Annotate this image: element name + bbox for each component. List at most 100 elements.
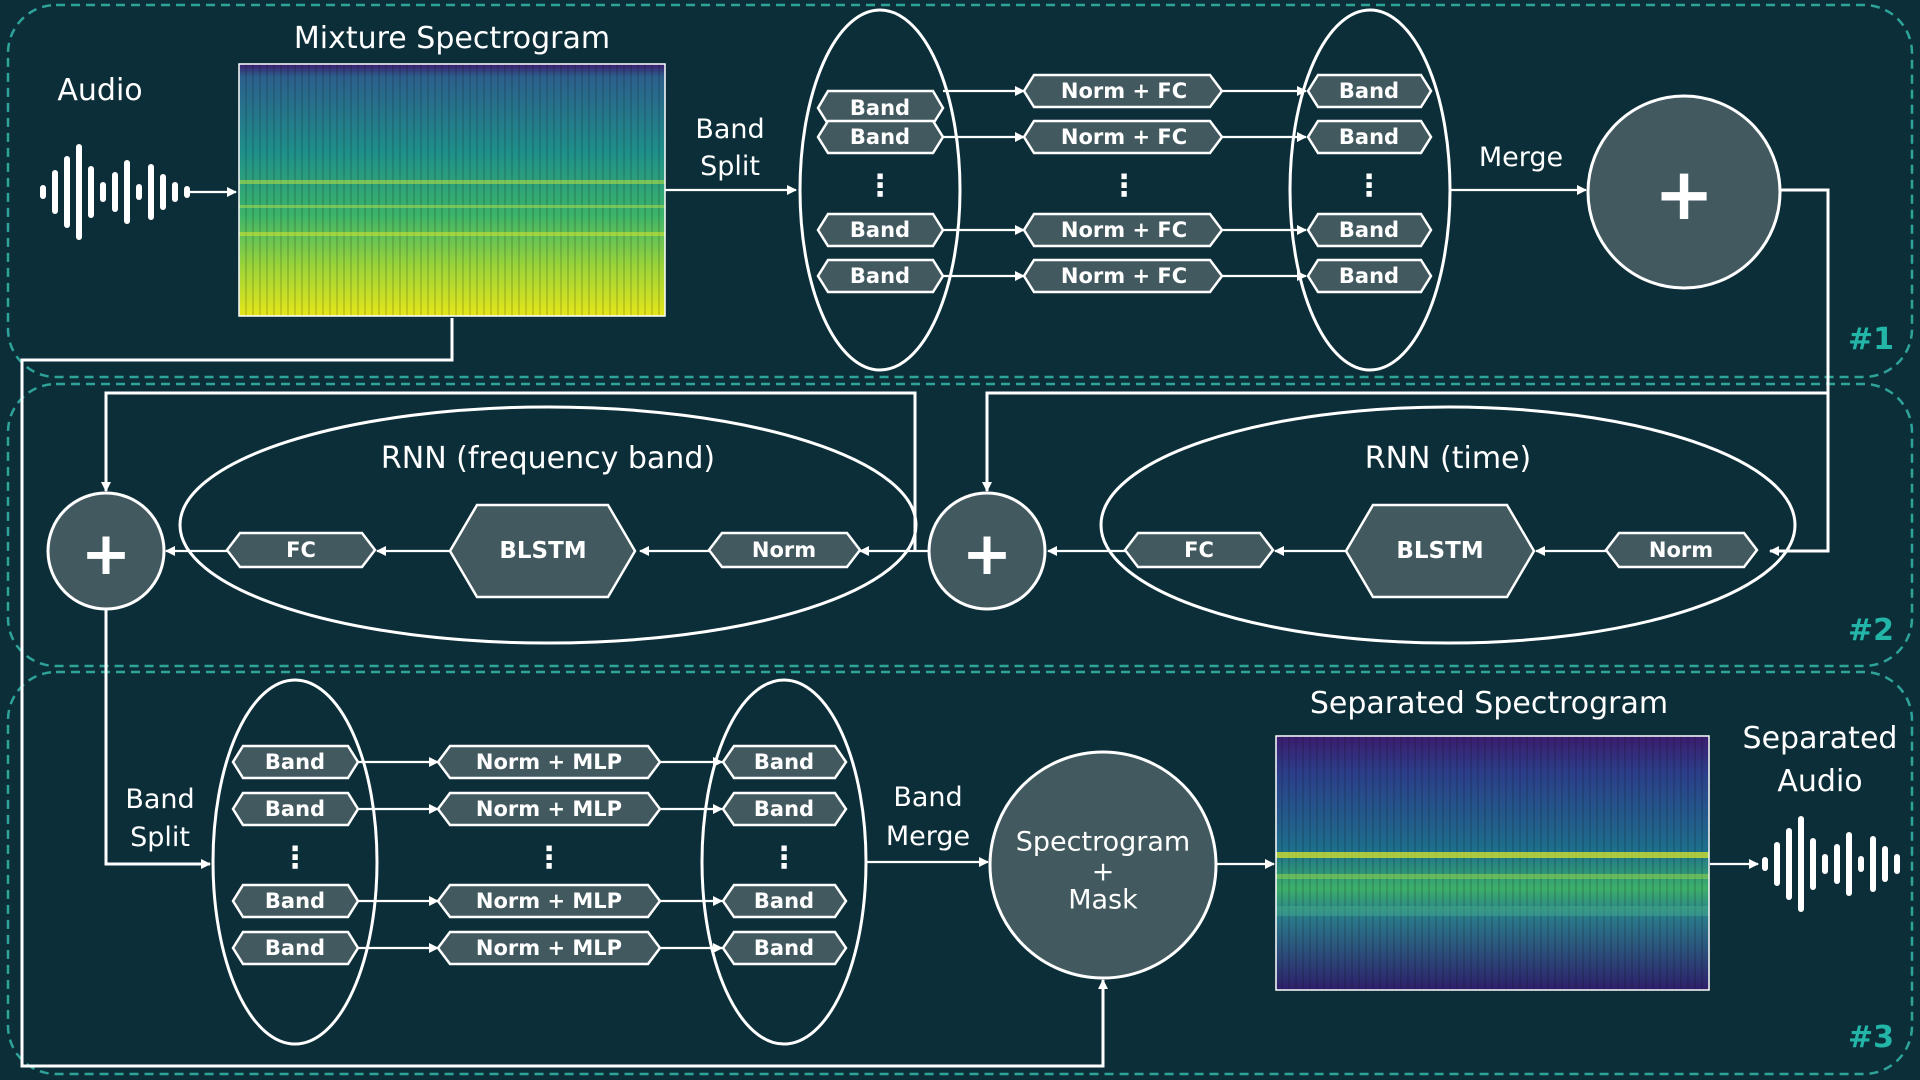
band-row-3: Band Norm + FC Band xyxy=(816,212,1433,248)
norm-mlp-label: Norm + MLP xyxy=(476,797,622,821)
band-block xyxy=(721,930,848,966)
band-block-label: Band xyxy=(1339,125,1399,149)
plus-icon: + xyxy=(962,519,1012,589)
waveform-icon xyxy=(1762,816,1900,912)
band-merge-label-2: Merge xyxy=(886,821,970,852)
skip-connection-mixture-to-mask xyxy=(20,318,1108,1068)
ellipsis-dots: ⋮ xyxy=(865,169,895,204)
band-block xyxy=(231,883,360,919)
band-block xyxy=(1306,119,1433,155)
mask-node-label-3: Mask xyxy=(1068,885,1138,916)
norm-fc-block xyxy=(1022,73,1224,109)
rnn-time-label: RNN (time) xyxy=(1365,441,1531,476)
norm-fc-label: Norm + FC xyxy=(1061,264,1187,288)
mixture-spectrogram-title: Mixture Spectrogram xyxy=(294,21,610,56)
merge-add-node xyxy=(1586,94,1782,290)
band-block xyxy=(231,930,360,966)
band-split-group-bottom xyxy=(211,678,379,1046)
band-block-label: Band xyxy=(850,96,910,120)
band-block-label: Band xyxy=(850,264,910,288)
region-2-label: #2 xyxy=(1848,613,1894,648)
region-1-label: #1 xyxy=(1848,322,1894,357)
separated-spectrogram-title: Separated Spectrogram xyxy=(1310,686,1668,721)
band-block-label: Band xyxy=(754,936,814,960)
band-block xyxy=(231,744,360,780)
ellipsis-dots: ⋮ xyxy=(1354,169,1384,204)
band-row-6: Band Norm + MLP Band xyxy=(231,791,848,827)
mask-node-label-1: Spectrogram xyxy=(1016,827,1190,858)
band-row-4: Band Norm + FC Band xyxy=(816,258,1433,294)
band-block xyxy=(1306,258,1433,294)
band-block-label: Band xyxy=(754,750,814,774)
band-split-bottom-label-1: Band xyxy=(125,784,194,815)
region-3-frame xyxy=(6,670,1914,1076)
norm-mlp-label: Norm + MLP xyxy=(476,936,622,960)
band-block-label: Band xyxy=(1339,264,1399,288)
norm-fc-label: Norm + FC xyxy=(1061,218,1187,242)
plus-icon: + xyxy=(1654,152,1714,236)
separated-audio-label-2: Audio xyxy=(1777,764,1862,799)
ellipsis-dots: ⋮ xyxy=(769,841,799,876)
norm-fc-block xyxy=(1022,258,1224,294)
rnn-time-group xyxy=(1099,405,1797,645)
band-block xyxy=(816,212,945,248)
band-block-label: Band xyxy=(850,125,910,149)
skip-connection-time xyxy=(982,391,1828,492)
norm-mlp-label: Norm + MLP xyxy=(476,750,622,774)
band-split-top-label-2: Split xyxy=(700,151,760,182)
rnn-to-band-split-arrow xyxy=(104,609,211,869)
band-block xyxy=(231,791,360,827)
separated-audio-label-1: Separated xyxy=(1743,721,1898,756)
band-block xyxy=(1306,212,1433,248)
band-block-label: Band xyxy=(265,750,325,774)
ellipsis-dots: ⋮ xyxy=(1109,169,1139,204)
skip-connection-frequency xyxy=(101,391,917,551)
merge-label: Merge xyxy=(1479,142,1563,173)
band-row-8: Band Norm + MLP Band xyxy=(231,930,848,966)
mask-node-label-2: + xyxy=(1092,857,1115,888)
band-row-1: Band Norm + FC Band xyxy=(816,73,1433,126)
waveform-icon xyxy=(40,144,190,240)
band-block-label: Band xyxy=(1339,79,1399,103)
band-block xyxy=(721,791,848,827)
blstm-label: BLSTM xyxy=(1396,538,1483,564)
rnn-frequency-label: RNN (frequency band) xyxy=(381,441,715,476)
band-block-label: Band xyxy=(754,797,814,821)
region-2-frame xyxy=(6,382,1914,668)
band-block-label: Band xyxy=(265,889,325,913)
band-row-7: Band Norm + MLP Band xyxy=(231,883,848,919)
blstm-label: BLSTM xyxy=(499,538,586,564)
fc-label: FC xyxy=(286,538,316,562)
merge-to-rnn-time-arrow xyxy=(1769,188,1830,556)
norm-label: Norm xyxy=(752,538,816,562)
plus-icon: + xyxy=(81,519,131,589)
band-block-label: Band xyxy=(850,218,910,242)
norm-label: Norm xyxy=(1649,538,1713,562)
norm-mlp-block xyxy=(436,930,662,966)
region-3-label: #3 xyxy=(1848,1020,1894,1055)
mixture-spectrogram-image xyxy=(238,63,666,317)
norm-mlp-block xyxy=(436,791,662,827)
norm-fc-block xyxy=(1022,119,1224,155)
region-1-frame xyxy=(6,3,1914,379)
band-split-bottom-label-2: Split xyxy=(130,822,190,853)
norm-fc-label: Norm + FC xyxy=(1061,125,1187,149)
band-block xyxy=(721,883,848,919)
band-block xyxy=(816,119,945,155)
band-block xyxy=(1306,73,1433,109)
ellipsis-dots: ⋮ xyxy=(280,841,310,876)
ellipsis-dots: ⋮ xyxy=(534,841,564,876)
band-block xyxy=(816,258,945,294)
separated-spectrogram-image xyxy=(1275,735,1710,991)
band-block-label: Band xyxy=(754,889,814,913)
audio-label: Audio xyxy=(57,73,142,108)
norm-mlp-block xyxy=(436,744,662,780)
band-split-top-label-1: Band xyxy=(695,114,764,145)
band-row-2: Band Norm + FC Band xyxy=(816,119,1433,155)
band-block-label: Band xyxy=(265,797,325,821)
norm-mlp-label: Norm + MLP xyxy=(476,889,622,913)
fc-label: FC xyxy=(1184,538,1214,562)
band-split-group-top xyxy=(798,8,962,372)
band-merge-label-1: Band xyxy=(893,782,962,813)
